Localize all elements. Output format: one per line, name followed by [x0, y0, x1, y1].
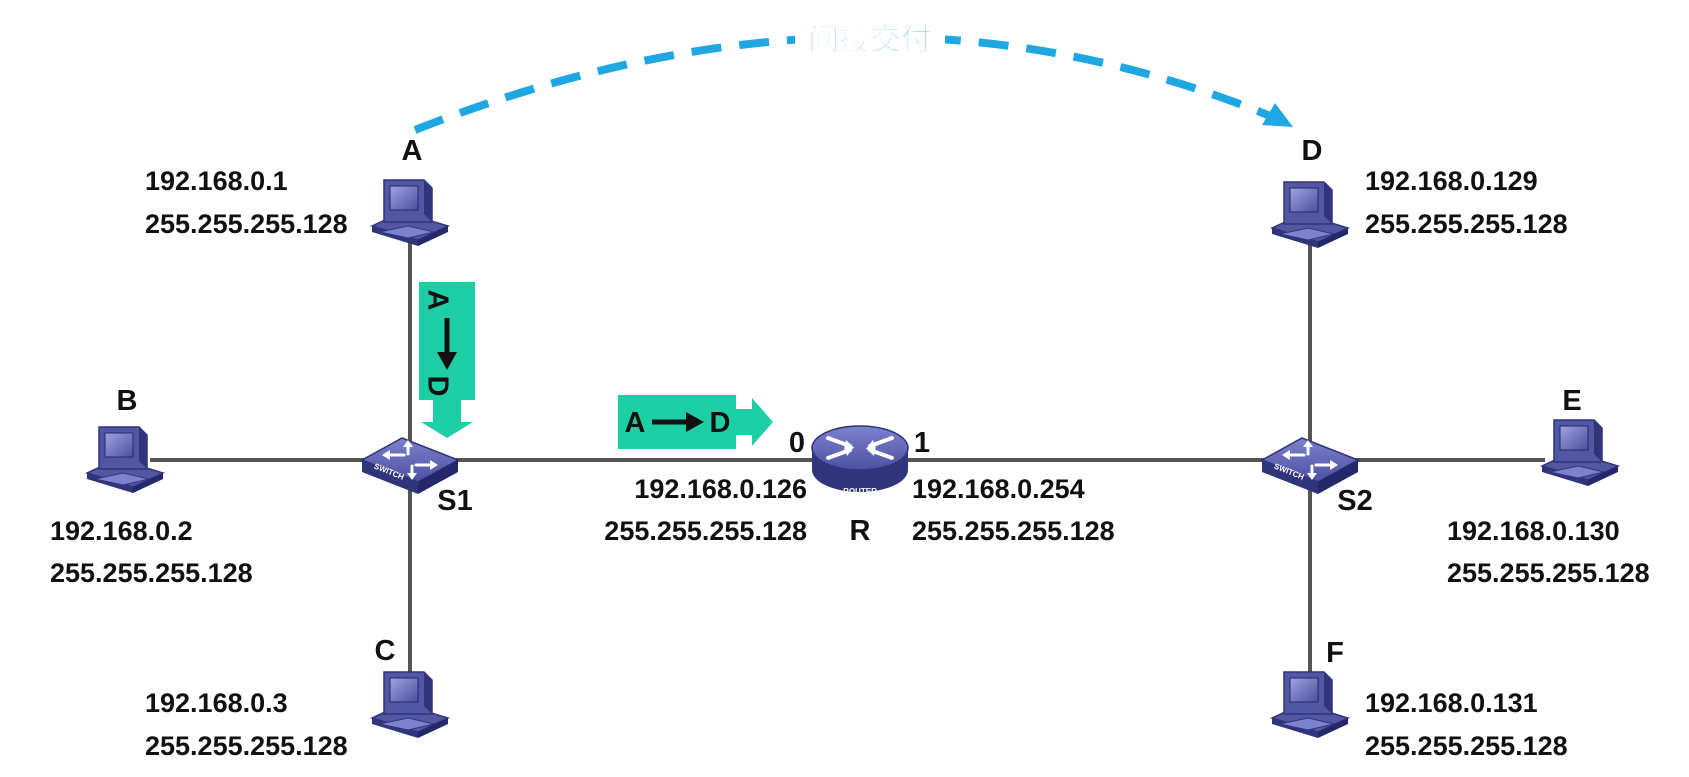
- packet-horizontal-dst: D: [710, 407, 731, 439]
- host-d-ip: 192.168.0.129: [1365, 166, 1538, 196]
- host-a-ip: 192.168.0.1: [145, 166, 288, 196]
- packet-horizontal-arrowhead-icon: [686, 412, 704, 432]
- indirect-delivery: 间接交付: [413, 15, 1293, 134]
- router-icon: [811, 425, 909, 492]
- router-r: ROUTER R 0 1 192.168.0.126 255.255.255.1…: [604, 425, 1115, 547]
- packet-vertical: A D: [419, 282, 475, 438]
- host-f-mask: 255.255.255.128: [1365, 731, 1568, 761]
- host-b-ip: 192.168.0.2: [50, 516, 193, 546]
- host-a-label: A: [402, 135, 423, 167]
- router-label: R: [850, 515, 871, 547]
- host-c-ip: 192.168.0.3: [145, 688, 288, 718]
- packet-horizontal-arrow: [736, 398, 773, 446]
- packet-vertical-dst: D: [421, 376, 453, 397]
- switch-s2: SWITCH S2: [1260, 436, 1373, 517]
- computer-icon: [1271, 671, 1349, 739]
- router-port-1-ip: 192.168.0.254: [912, 474, 1085, 504]
- host-c-mask: 255.255.255.128: [145, 731, 348, 761]
- host-e: E 192.168.0.130 255.255.255.128: [1447, 385, 1650, 588]
- host-d: D 192.168.0.129 255.255.255.128: [1271, 135, 1568, 249]
- indirect-delivery-label: 间接交付: [808, 22, 932, 58]
- host-f: F 192.168.0.131 255.255.255.128: [1271, 637, 1568, 761]
- computer-icon: [371, 179, 449, 247]
- host-d-mask: 255.255.255.128: [1365, 209, 1568, 239]
- host-e-mask: 255.255.255.128: [1447, 558, 1650, 588]
- computer-icon: [1271, 181, 1349, 249]
- host-b: B 192.168.0.2 255.255.255.128: [50, 385, 253, 588]
- indirect-label-bg: [795, 15, 945, 61]
- host-a: A 192.168.0.1 255.255.255.128: [145, 135, 449, 247]
- host-e-label: E: [1562, 385, 1581, 417]
- router-port-0-label: 0: [789, 427, 805, 459]
- host-b-label: B: [117, 385, 138, 417]
- computer-icon: [1541, 419, 1619, 487]
- host-f-label: F: [1326, 637, 1344, 669]
- host-a-mask: 255.255.255.128: [145, 209, 348, 239]
- router-device-text: ROUTER: [843, 487, 877, 496]
- packet-vertical-arrowhead-icon: [437, 352, 457, 370]
- packet-vertical-arrow: [421, 400, 473, 438]
- switch-s1-label: S1: [437, 485, 472, 517]
- router-port-1-mask: 255.255.255.128: [912, 516, 1115, 546]
- computer-icon: [371, 671, 449, 739]
- host-e-ip: 192.168.0.130: [1447, 516, 1620, 546]
- indirect-delivery-arrowhead: [1262, 103, 1293, 127]
- host-d-label: D: [1302, 135, 1323, 167]
- host-c-label: C: [375, 635, 396, 667]
- host-c: C 192.168.0.3 255.255.255.128: [145, 635, 449, 761]
- host-f-ip: 192.168.0.131: [1365, 688, 1538, 718]
- host-b-mask: 255.255.255.128: [50, 558, 253, 588]
- router-port-1-label: 1: [914, 427, 930, 459]
- switch-s1: SWITCH S1: [360, 436, 473, 517]
- router-port-0-mask: 255.255.255.128: [604, 516, 807, 546]
- packet-vertical-src: A: [421, 290, 453, 311]
- router-port-0-ip: 192.168.0.126: [634, 474, 807, 504]
- packet-horizontal: A D: [618, 395, 773, 449]
- switch-s2-label: S2: [1337, 485, 1372, 517]
- packet-horizontal-src: A: [625, 407, 646, 439]
